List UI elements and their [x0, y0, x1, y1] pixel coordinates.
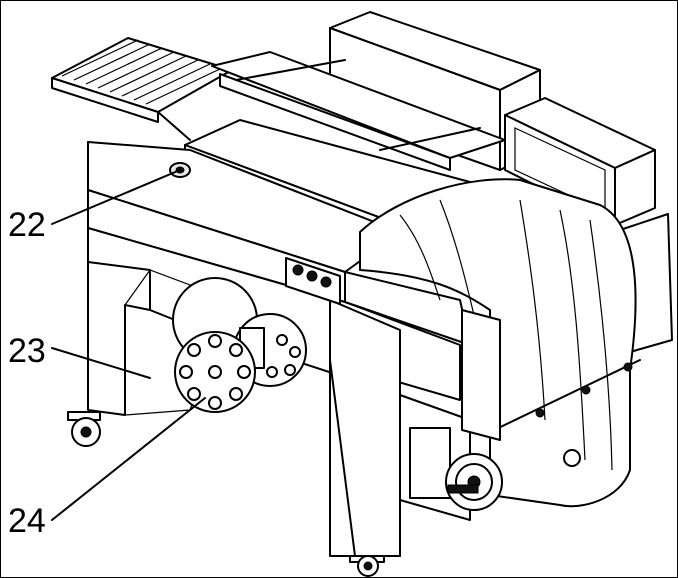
leader-23: [51, 347, 151, 379]
part-24-disc: [174, 331, 301, 413]
callout-22: 22: [8, 206, 46, 244]
control-panel: [285, 257, 341, 305]
film-guide-shaft: [489, 359, 641, 433]
infeed-roller-conveyor: [51, 37, 233, 141]
caster-right: [563, 449, 581, 467]
caster-left: [67, 411, 101, 447]
side-guide: [461, 309, 501, 441]
leader-24: [51, 397, 206, 521]
sealing-arm: [211, 51, 506, 171]
callout-23: 23: [8, 332, 46, 370]
leader-22: [51, 169, 181, 225]
caster-front: [349, 555, 385, 577]
callout-24: 24: [8, 502, 46, 540]
